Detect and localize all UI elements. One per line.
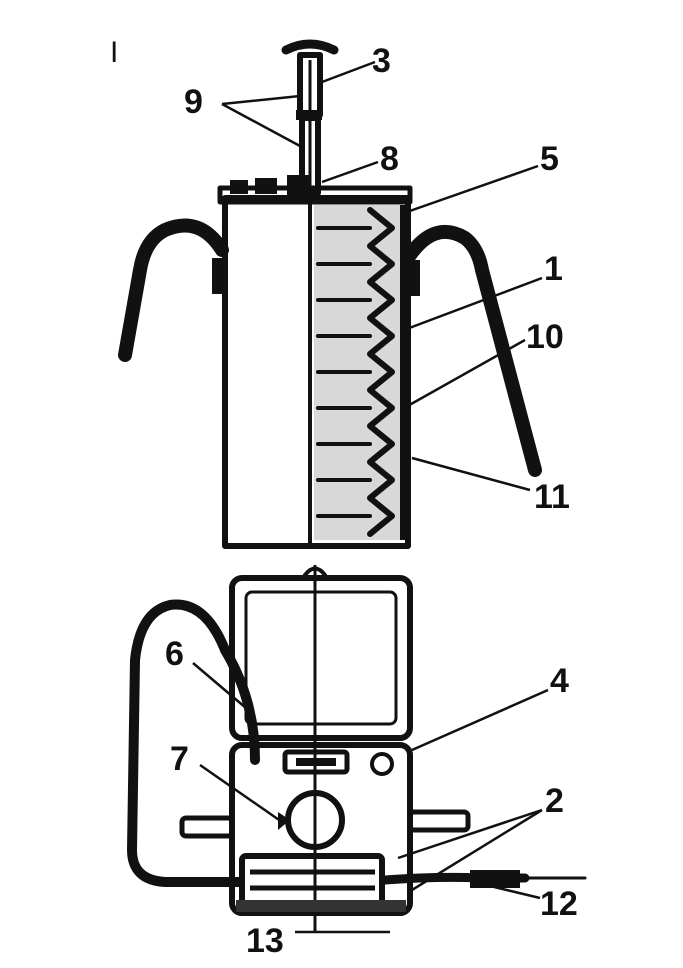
side-handle-left [179, 815, 235, 839]
right-strap [403, 224, 542, 477]
label-10: 10 [526, 318, 564, 356]
label-2: 2 [545, 782, 564, 820]
label-5: 5 [540, 140, 559, 178]
round-port [370, 752, 394, 776]
nozzle [470, 870, 520, 888]
label-8: 8 [380, 140, 399, 178]
label-13: 13 [246, 922, 284, 960]
bellows [314, 205, 408, 540]
upper-view-tank [118, 39, 542, 549]
case-lid [229, 575, 413, 741]
top-fittings [217, 175, 413, 205]
side-handle-right [407, 809, 471, 833]
bottom-compartment [239, 853, 385, 907]
label-12: 12 [540, 885, 578, 923]
case-clip [282, 749, 350, 775]
rod-knob [281, 39, 339, 55]
left-strap [118, 218, 229, 362]
label-6: 6 [165, 635, 184, 673]
callout-labels: 3 9 8 5 1 10 11 6 4 7 2 12 13 [165, 42, 578, 960]
leader-lines [192, 60, 549, 934]
gauge-stem [278, 812, 290, 830]
pump-rod [281, 39, 339, 196]
label-9: 9 [184, 83, 203, 121]
lower-view-case [127, 565, 587, 932]
label-4: 4 [550, 662, 569, 700]
label-1: 1 [544, 250, 563, 288]
label-11: 11 [534, 478, 570, 516]
label-3: 3 [372, 42, 391, 80]
label-7: 7 [170, 740, 189, 778]
figure-number: I [110, 36, 118, 69]
hose-loop [127, 599, 260, 887]
